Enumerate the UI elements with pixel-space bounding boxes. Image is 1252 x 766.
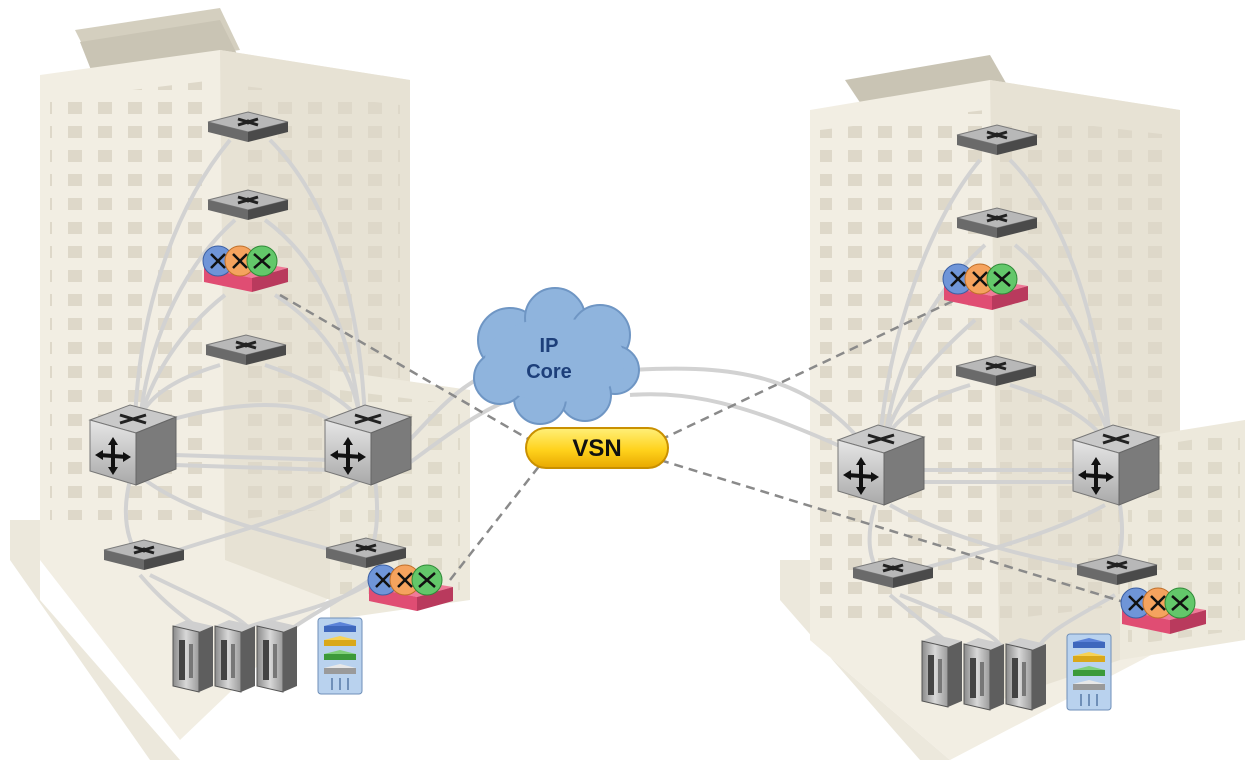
server-icon	[214, 619, 256, 693]
storage-icon	[1066, 633, 1112, 711]
core-switch-icon	[836, 423, 926, 507]
storage-icon	[317, 617, 363, 695]
server-icon	[1005, 637, 1047, 711]
left-links	[123, 138, 511, 632]
vsn-dashed-links	[279, 293, 1151, 612]
cloud-label-line1: IP	[540, 335, 559, 357]
core-switch-icon	[88, 403, 178, 487]
core-switch-icon	[323, 403, 413, 487]
server-icon	[172, 619, 214, 693]
ip-core-cloud: IP Core	[473, 287, 640, 425]
server-icon	[963, 637, 1005, 711]
vsn-label: VSN	[572, 435, 621, 462]
core-switch-icon	[1071, 423, 1161, 507]
server-icon	[256, 619, 298, 693]
cloud-label-line2: Core	[526, 361, 572, 383]
server-icon	[921, 634, 963, 708]
right-building	[780, 55, 1245, 760]
vsn-pill: VSN	[525, 427, 669, 469]
